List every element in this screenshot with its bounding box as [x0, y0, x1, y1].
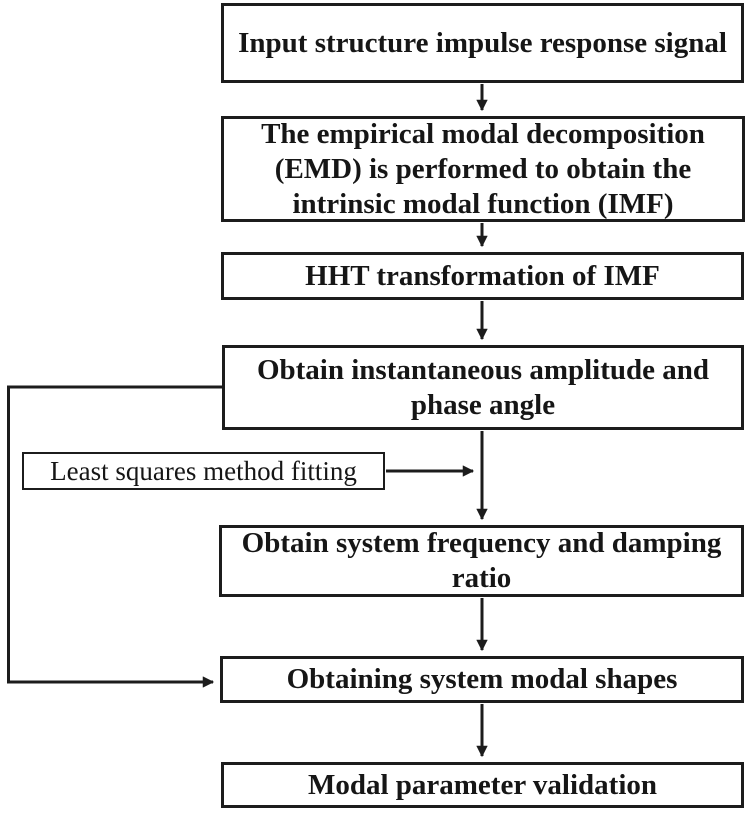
node-modal-validation: Modal parameter validation: [221, 762, 744, 808]
feedback-line-amplitude-to-modalshapes: [7, 385, 222, 688]
node-hht-transformation: HHT transformation of IMF: [221, 252, 744, 300]
node-modal-shapes-label: Obtaining system modal shapes: [286, 663, 678, 695]
node-hht-transformation-label: HHT transformation of IMF: [305, 259, 660, 292]
node-instantaneous-amplitude: Obtain instantaneous amplitude and phase…: [222, 345, 744, 430]
node-least-squares-fitting: Least squares method fitting: [22, 452, 385, 490]
node-frequency-damping-label: Obtain system frequency and damping rati…: [241, 527, 722, 594]
node-modal-shapes: Obtaining system modal shapes: [220, 656, 744, 703]
node-least-squares-fitting-label: Least squares method fitting: [50, 456, 357, 486]
node-frequency-damping: Obtain system frequency and damping rati…: [219, 525, 744, 597]
node-modal-validation-label: Modal parameter validation: [307, 768, 658, 801]
node-emd-decomposition: The empirical modal decomposition (EMD) …: [221, 116, 745, 222]
node-emd-decomposition-label: The empirical modal decomposition (EMD) …: [261, 117, 705, 220]
node-instantaneous-amplitude-label: Obtain instantaneous amplitude and phase…: [256, 353, 710, 421]
node-input-signal-label: Input structure impulse response signal: [238, 26, 727, 59]
node-input-signal: Input structure impulse response signal: [221, 3, 744, 83]
